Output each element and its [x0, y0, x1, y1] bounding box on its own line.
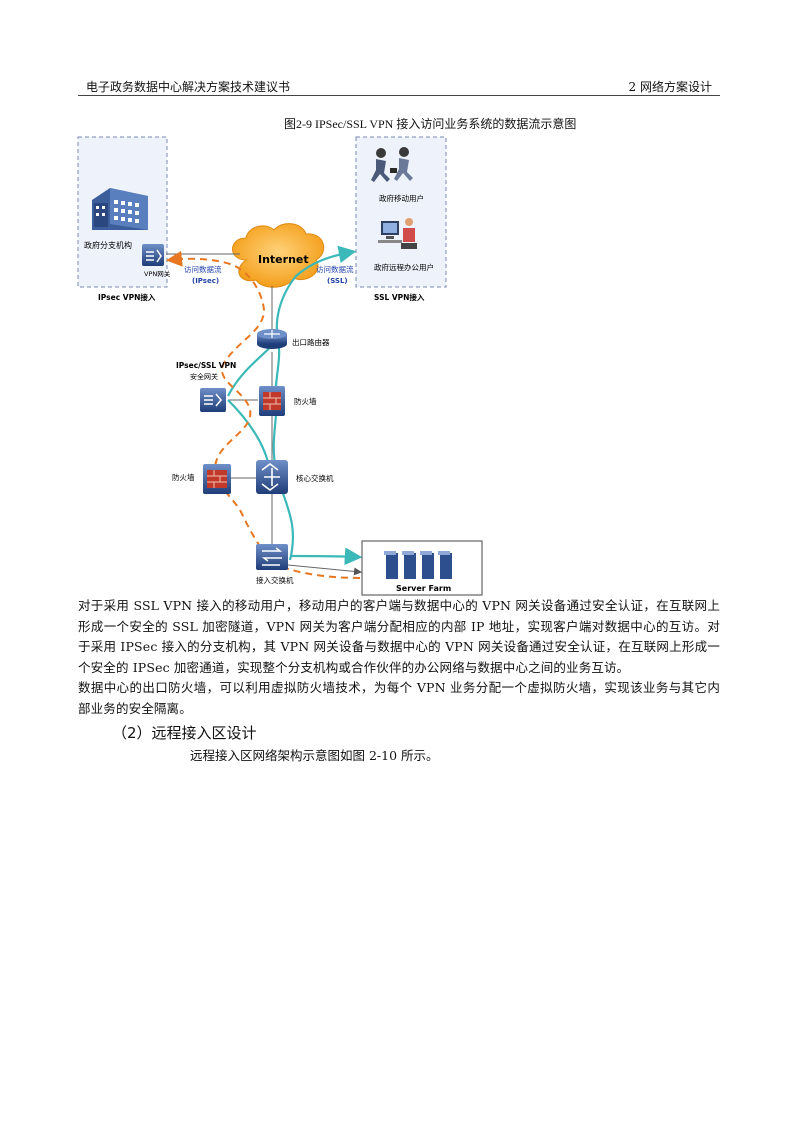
- mobile-user-icon: [371, 147, 413, 182]
- paragraph-virtual-firewall: 数据中心的出口防火墙，可以利用虚拟防火墙技术，为每个 VPN 业务分配一个虚拟防…: [78, 680, 720, 716]
- label-internet: Internet: [258, 253, 309, 266]
- remote-user-icon: [378, 218, 417, 249]
- server-icon: [384, 551, 452, 579]
- figure-reference: 远程接入区网络架构示意图如图 2-10 所示。: [190, 748, 439, 763]
- page-header: 电子政务数据中心解决方案技术建议书 2 网络方案设计: [78, 78, 720, 96]
- body-text: 对于采用 SSL VPN 接入的移动用户，移动用户的客户端与数据中心的 VPN …: [78, 596, 720, 720]
- label-mobile-user: 政府移动用户: [379, 193, 424, 203]
- label-firewall-top: 防火墙: [294, 396, 317, 406]
- figure-title: 图2-9 IPSec/SSL VPN 接入访问业务系统的数据流示意图: [284, 117, 577, 131]
- ipsec-branch-box: 政府分支机构 VPN网关: [77, 136, 171, 288]
- ssl-users-box: 政府移动用户 政府远程办公用户: [355, 136, 447, 288]
- label-ssl-access: SSL VPN接入: [374, 292, 425, 302]
- egress-router-icon: [257, 329, 287, 349]
- label-flow-ssl: 访问数据流: [316, 264, 354, 274]
- label-flow-ipsec-type: (IPsec): [192, 277, 219, 285]
- server-farm-box: Server Farm: [361, 540, 483, 596]
- header-doc-title: 电子政务数据中心解决方案技术建议书: [86, 80, 291, 94]
- label-firewall-left: 防火墙: [172, 472, 195, 482]
- label-vpn-sec-gw-sub: 安全网关: [190, 372, 218, 381]
- vpn-security-gateway-icon: [200, 388, 226, 412]
- label-server-farm: Server Farm: [396, 584, 451, 593]
- label-egress-router: 出口路由器: [292, 337, 330, 347]
- label-vpn-sec-gw: IPsec/SSL VPN: [176, 361, 236, 370]
- paragraph-vpn-access: 对于采用 SSL VPN 接入的移动用户，移动用户的客户端与数据中心的 VPN …: [78, 598, 720, 675]
- label-core-switch: 核心交换机: [296, 473, 334, 483]
- label-flow-ipsec: 访问数据流: [184, 264, 222, 274]
- core-switch-icon: [256, 460, 288, 494]
- access-switch-icon: [256, 544, 288, 570]
- label-ipsec-access: IPsec VPN接入: [98, 292, 156, 302]
- ipsec-flow-path: [166, 250, 361, 579]
- label-remote-user: 政府远程办公用户: [374, 262, 434, 272]
- label-branch-org: 政府分支机构: [84, 240, 132, 250]
- label-flow-ssl-type: (SSL): [327, 277, 348, 285]
- ssl-flow-path: [227, 245, 363, 566]
- section-heading: （2）远程接入区设计: [112, 724, 257, 742]
- firewall-top-icon: [259, 386, 285, 416]
- label-access-switch: 接入交换机: [256, 575, 294, 585]
- building-icon: [92, 188, 148, 230]
- firewall-left-icon: [203, 464, 231, 494]
- label-vpn-gateway: VPN网关: [144, 269, 171, 278]
- header-chapter: 2 网络方案设计: [628, 80, 712, 94]
- vpn-gateway-icon: [142, 244, 164, 266]
- network-diagram: 政府分支机构 VPN网关 IPsec VPN接入 政府移动用户: [77, 136, 483, 596]
